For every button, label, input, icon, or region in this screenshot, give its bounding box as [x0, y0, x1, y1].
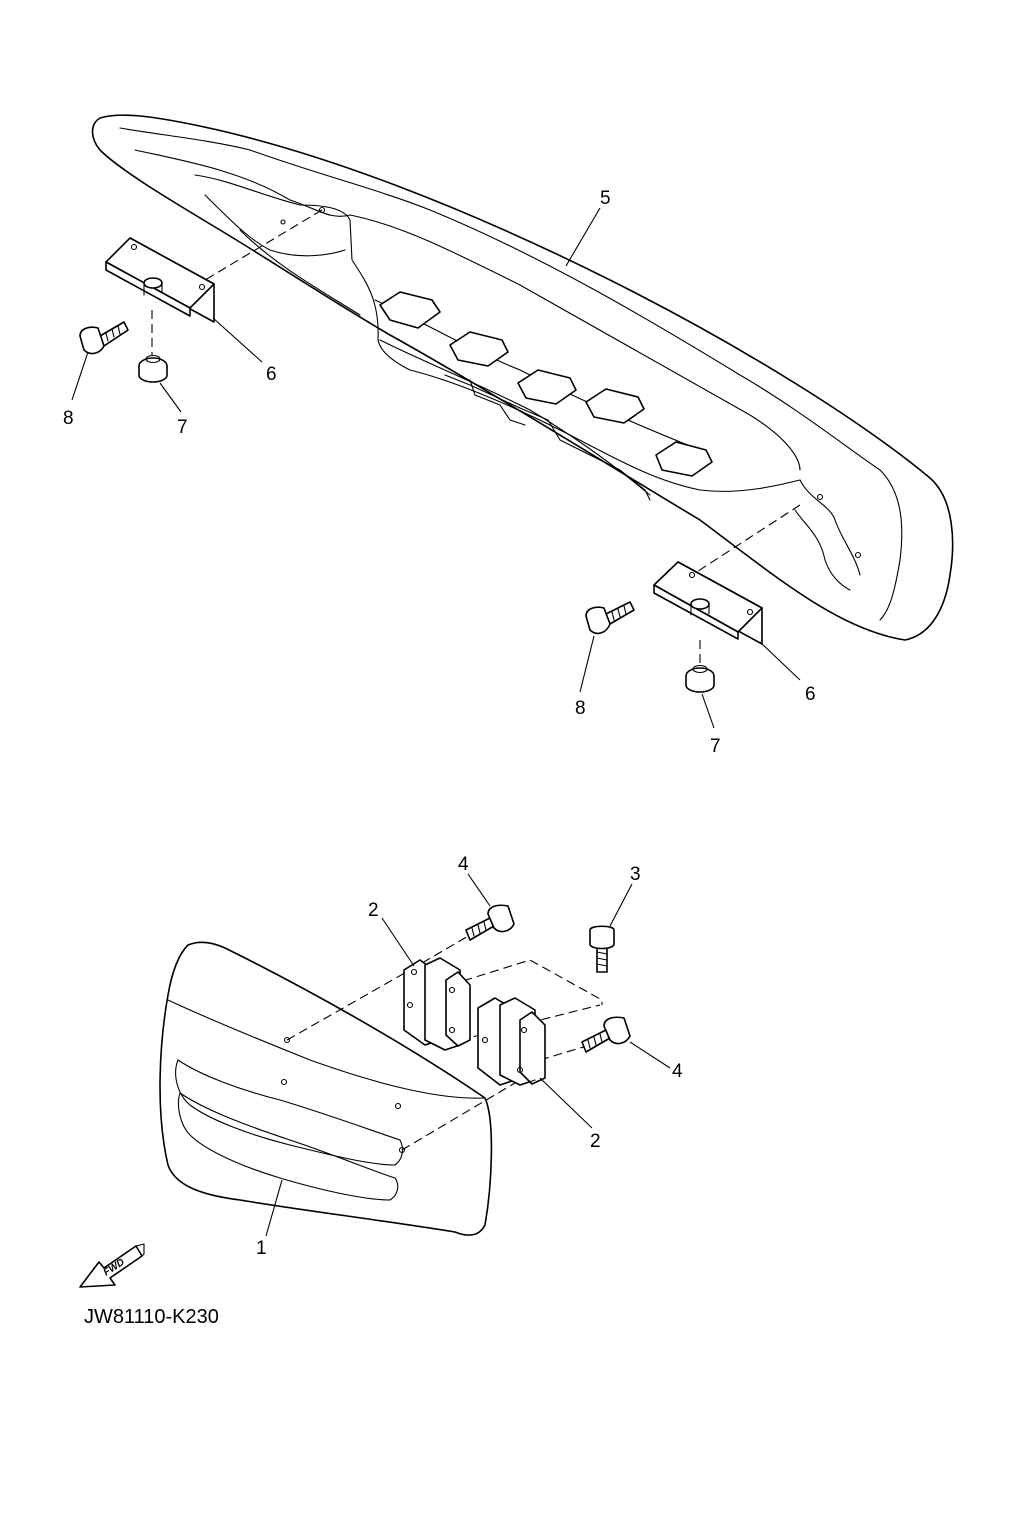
leader-line — [701, 693, 715, 729]
assembly-line — [539, 1044, 591, 1061]
callout-7: 7 — [710, 736, 721, 757]
callout-5: 5 — [600, 188, 611, 209]
nut-part-7-right — [685, 664, 715, 693]
leader-line — [381, 917, 415, 967]
bolt-part-4-upper — [465, 904, 515, 941]
nut-part-7-left — [138, 354, 168, 383]
bracket-part-6-left — [105, 237, 215, 323]
leader-line — [609, 883, 633, 927]
assembly-line — [449, 959, 603, 1005]
front-bumper-part-1 — [159, 941, 493, 1236]
callout-2: 2 — [590, 1131, 601, 1152]
diagram-code: JW81110-K230 — [84, 1306, 219, 1328]
bracket-part-6-right — [653, 561, 763, 645]
assembly-line — [286, 969, 411, 1041]
leader-line — [159, 382, 182, 413]
rear-bumper-part-5 — [91, 114, 954, 641]
leader-line — [265, 1179, 283, 1237]
bracket-part-2-right — [477, 997, 546, 1086]
assembly-line — [401, 1079, 521, 1151]
leader-line — [71, 351, 89, 401]
bracket-part-2-left — [403, 957, 471, 1051]
bolt-part-4-right — [581, 1016, 631, 1053]
callout-8: 8 — [63, 408, 74, 429]
assembly-line — [409, 934, 471, 971]
leader-line — [629, 1041, 671, 1069]
bolt-part-8-right — [585, 601, 635, 635]
assembly-line — [691, 504, 801, 576]
callout-8: 8 — [575, 698, 586, 719]
leader-line — [467, 873, 491, 907]
callout-4: 4 — [672, 1061, 683, 1082]
callout-7: 7 — [177, 417, 188, 438]
leader-line — [212, 317, 263, 363]
callout-4: 4 — [458, 854, 469, 875]
leader-line — [759, 641, 801, 681]
leader-line — [579, 635, 595, 693]
leader-line — [565, 207, 601, 267]
callout-6: 6 — [805, 684, 816, 705]
bolt-part-8-left — [79, 321, 129, 355]
callout-3: 3 — [630, 864, 641, 885]
bolt-part-3 — [589, 925, 615, 973]
callout-6: 6 — [266, 364, 277, 385]
callout-2: 2 — [368, 900, 379, 921]
leader-line — [539, 1077, 593, 1129]
forward-arrow-icon: FWD — [79, 1243, 145, 1288]
callout-1: 1 — [256, 1238, 267, 1259]
